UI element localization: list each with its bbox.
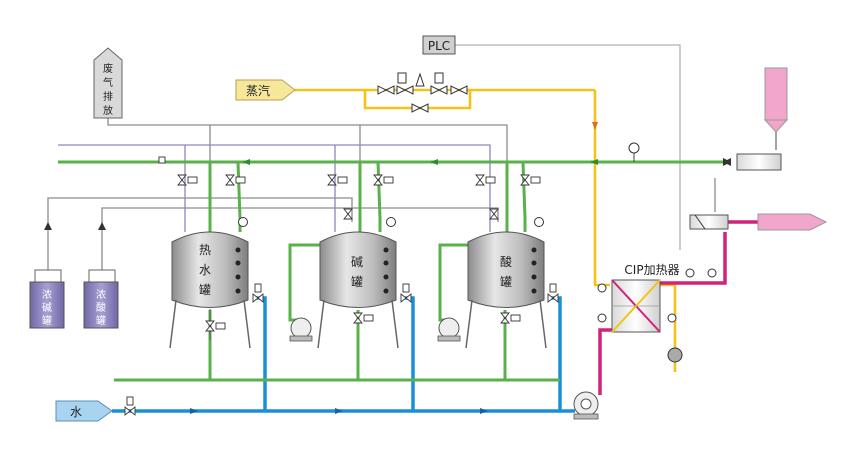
- pump-alkali: [289, 317, 313, 342]
- return-valves: [124, 156, 559, 416]
- water-inlet: 水: [55, 400, 113, 422]
- pump-acid: [437, 317, 461, 342]
- pink-vessel-top: [763, 67, 789, 150]
- svg-text:罐: 罐: [351, 275, 363, 289]
- main-pump: [573, 391, 599, 420]
- steam-label: 蒸汽: [246, 83, 270, 98]
- cip-heater: CIP加热器: [597, 263, 717, 363]
- waste-gas-char-1: 废: [103, 62, 113, 75]
- svg-text:水: 水: [199, 263, 211, 277]
- acid-tank: 酸 罐: [465, 231, 547, 349]
- plc-box: PLC: [422, 35, 456, 55]
- svg-text:浓: 浓: [96, 289, 106, 301]
- pink-outlet: [757, 213, 828, 231]
- waste-gas-outlet: 废 气 排 放: [93, 47, 123, 119]
- steam-flow-arrow: [592, 122, 598, 130]
- svg-text:热: 热: [199, 243, 211, 257]
- svg-text:罐: 罐: [42, 314, 52, 327]
- svg-text:罐: 罐: [500, 275, 512, 289]
- svg-text:浓: 浓: [42, 289, 52, 301]
- svg-text:罐: 罐: [96, 314, 106, 327]
- svg-text:罐: 罐: [199, 283, 211, 297]
- cip-heater-label: CIP加热器: [624, 263, 679, 277]
- gauge-top: [628, 142, 640, 162]
- alkali-tank: 碱 罐: [317, 231, 399, 349]
- conc-acid-tank: 浓 酸 罐: [83, 222, 119, 329]
- svg-text:碱: 碱: [351, 255, 363, 269]
- conc-alkali-tank: 浓 碱 罐: [29, 222, 65, 329]
- hot-supply-line: [598, 220, 758, 395]
- inline-filter: [723, 153, 782, 171]
- svg-text:酸: 酸: [96, 301, 106, 314]
- steam-valves: [377, 72, 468, 113]
- hot-water-tank: 热 水 罐: [169, 231, 251, 349]
- waste-gas-char-4: 放: [103, 104, 113, 117]
- svg-text:碱: 碱: [42, 302, 52, 314]
- steam-inlet: 蒸汽: [235, 79, 296, 101]
- waste-gas-char-2: 气: [103, 76, 113, 89]
- water-flow-arrows: [190, 408, 488, 414]
- water-label: 水: [70, 405, 82, 419]
- svg-text:酸: 酸: [500, 254, 512, 269]
- plc-label: PLC: [428, 39, 450, 53]
- tank-gauges: [238, 217, 544, 227]
- level-switch: [689, 214, 729, 230]
- return-flow-arrows: [242, 159, 598, 165]
- waste-gas-char-3: 排: [103, 90, 113, 103]
